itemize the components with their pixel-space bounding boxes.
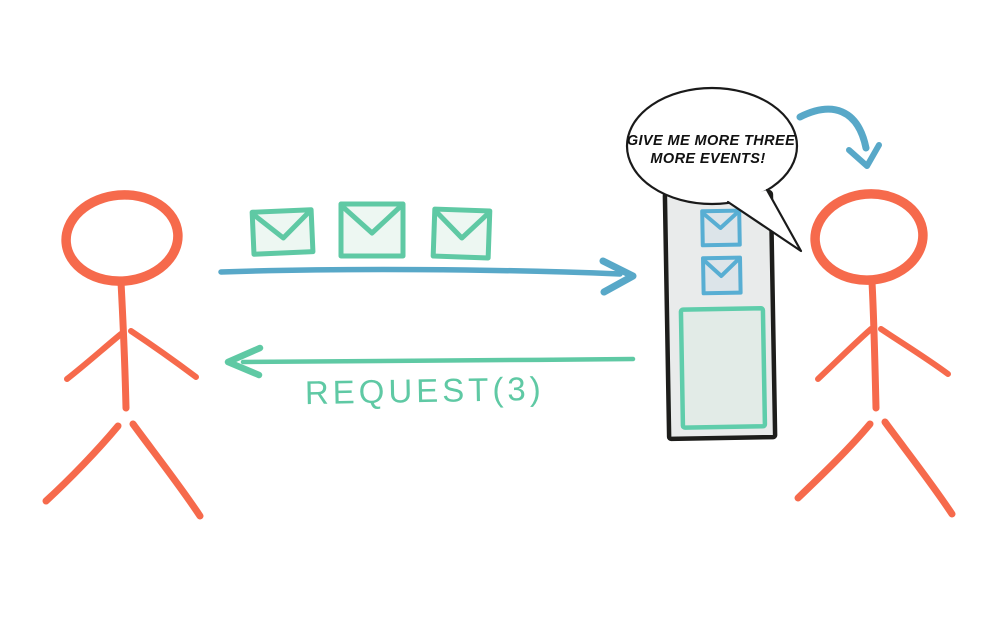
event-stream-arrow-head — [599, 257, 637, 296]
event-envelope-icon — [430, 206, 493, 261]
buffer-box — [678, 306, 768, 430]
event-stream-arrow — [218, 257, 637, 296]
request-arrow-line — [240, 356, 636, 365]
event-stream-arrow-line — [218, 266, 623, 277]
speech-bubble: GIVE ME MORE THREE MORE EVENTS! — [625, 86, 803, 253]
speech-bubble-balloon — [625, 86, 799, 206]
speech-bubble-text-line1: GIVE ME MORE THREE — [627, 133, 796, 149]
request-arrow-head — [224, 344, 264, 379]
left-figure-leg-right — [129, 420, 204, 520]
demand-arrow — [796, 105, 882, 169]
right-figure-leg-left — [794, 420, 874, 502]
right-stick-figure — [794, 189, 956, 518]
request-label: REQUEST(3) — [305, 370, 545, 411]
event-queue — [662, 189, 778, 442]
event-envelope-icon — [249, 207, 316, 257]
demand-arrow-head — [846, 142, 882, 169]
event-envelope-icon — [338, 201, 406, 259]
events-in-transit — [249, 201, 493, 261]
right-figure-head — [810, 189, 928, 285]
right-figure-arm-right — [878, 326, 951, 377]
queued-envelope-icon — [701, 255, 743, 296]
left-figure-arm-left — [64, 331, 124, 382]
demand-arrow-curve — [796, 105, 870, 152]
left-figure-leg-left — [42, 422, 122, 505]
right-figure-arm-left — [815, 326, 874, 382]
queued-envelope-icon — [700, 208, 742, 248]
request-arrow — [224, 344, 636, 379]
right-figure-body — [868, 278, 880, 412]
right-figure-leg-right — [881, 418, 956, 518]
left-figure-body — [117, 278, 130, 412]
speech-bubble-text-line2: MORE EVENTS! — [650, 151, 765, 167]
left-stick-figure — [42, 190, 204, 520]
left-figure-head — [61, 190, 183, 286]
left-figure-arm-right — [128, 328, 199, 380]
speech-bubble-tail — [726, 188, 803, 253]
